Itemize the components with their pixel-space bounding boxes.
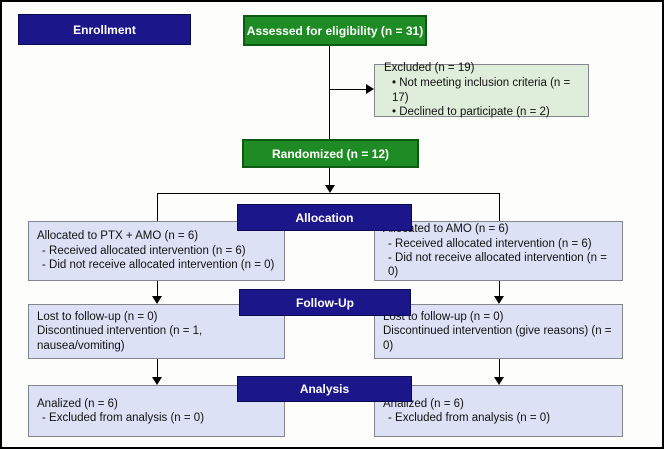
lost-followup-right-line-1: Lost to follow-up (n = 0) <box>383 310 504 323</box>
analysis-stage-bar: Analysis <box>237 376 412 402</box>
followup-stage-label: Follow-Up <box>296 295 354 310</box>
analyzed-right-box: Analized (n = 6) - Excluded from analysi… <box>374 385 623 437</box>
connector-followup-analysis-left <box>157 359 158 377</box>
randomized-box: Randomized (n = 12) <box>242 139 419 168</box>
lost-followup-left-line-2: Discontinued intervention (n = 1, nausea… <box>37 325 203 352</box>
enrollment-stage-box: Enrollment <box>18 14 191 45</box>
randomized-label: Randomized (n = 12) <box>271 146 390 161</box>
analyzed-left-item-1: - Excluded from analysis (n = 0) <box>42 412 205 424</box>
assessed-eligibility-label: Assessed for eligibility (n = 31) <box>246 23 424 38</box>
arrowhead-analysis-left-icon <box>152 377 162 385</box>
allocation-stage-label: Allocation <box>295 210 354 225</box>
lost-followup-right-line-2: Discontinued intervention (give reasons)… <box>383 325 612 352</box>
connector-to-excluded <box>330 89 366 90</box>
arrowhead-branch-icon <box>325 185 335 193</box>
arrowhead-excluded-icon <box>366 84 374 94</box>
branch-horizontal-line <box>157 193 500 194</box>
allocated-ptx-amo-box: Allocated to PTX + AMO (n = 6) - Receive… <box>28 221 285 281</box>
excluded-title: Excluded (n = 19) <box>384 61 475 74</box>
arrowhead-followup-right-icon <box>494 296 504 304</box>
connector-assessed-to-randomized <box>329 46 330 139</box>
allocated-ptx-amo-title: Allocated to PTX + AMO (n = 6) <box>37 230 199 243</box>
allocation-stage-bar: Allocation <box>237 204 412 231</box>
enrollment-stage-label: Enrollment <box>73 22 136 37</box>
analysis-stage-label: Analysis <box>299 382 350 396</box>
analyzed-left-title: Analized (n = 6) <box>37 397 118 410</box>
excluded-box: Excluded (n = 19) • Not meeting inclusio… <box>374 61 589 119</box>
allocated-amo-title: Allocated to AMO (n = 6) <box>383 223 509 236</box>
allocated-ptx-amo-item-1: - Received allocated intervention (n = 6… <box>42 244 246 257</box>
connector-randomized-to-branch <box>329 168 330 185</box>
lost-followup-left-line-1: Lost to follow-up (n = 0) <box>37 310 158 323</box>
excluded-item-2: • Declined to participate (n = 2) <box>392 106 550 119</box>
arrowhead-analysis-right-icon <box>494 377 504 385</box>
lost-followup-right-box: Lost to follow-up (n = 0) Discontinued i… <box>374 304 623 359</box>
connector-followup-analysis-right <box>499 359 500 377</box>
allocated-amo-item-1: - Received allocated intervention (n = 6… <box>388 237 592 250</box>
analyzed-right-title: Analized (n = 6) <box>383 397 464 410</box>
followup-stage-bar: Follow-Up <box>239 289 411 316</box>
analyzed-right-item-1: - Excluded from analysis (n = 0) <box>388 412 551 424</box>
allocated-ptx-amo-item-2: - Did not receive allocated intervention… <box>42 259 275 272</box>
assessed-eligibility-box: Assessed for eligibility (n = 31) <box>243 15 427 46</box>
allocated-amo-item-2: - Did not receive allocated intervention… <box>388 252 607 279</box>
arrowhead-followup-left-icon <box>152 296 162 304</box>
excluded-item-1: • Not meeting inclusion criteria (n = 17… <box>392 76 571 104</box>
allocated-amo-box: Allocated to AMO (n = 6) - Received allo… <box>374 221 623 281</box>
